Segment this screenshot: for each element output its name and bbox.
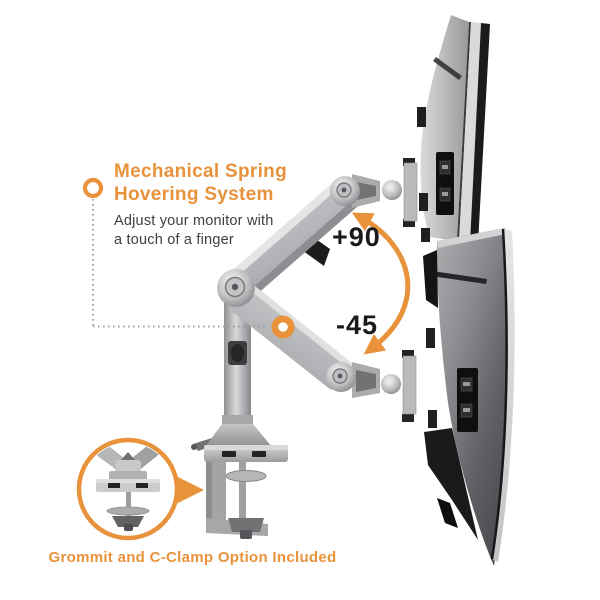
top-ball-joint bbox=[382, 180, 402, 200]
rotation-down-label: -45 bbox=[336, 310, 379, 340]
bottom-monitor-vent bbox=[431, 271, 487, 284]
callout-description: Adjust your monitor with a touch of a fi… bbox=[114, 212, 274, 250]
clamp-screw bbox=[239, 462, 246, 522]
grommet-mount-illustration bbox=[84, 443, 172, 531]
bottom-monitor-mount bbox=[326, 350, 417, 422]
top-monitor-mount bbox=[330, 158, 418, 227]
callout-title-line2: Hovering System bbox=[114, 184, 274, 205]
callout-ring-icon bbox=[82, 177, 104, 199]
callout-title: Mechanical Spring Hovering System bbox=[114, 160, 287, 206]
top-monitor-vent bbox=[433, 57, 462, 80]
rotation-arrow-icon bbox=[351, 212, 411, 355]
callout-desc-line2: a touch of a finger bbox=[114, 232, 234, 248]
bottom-monitor-usb-ports bbox=[457, 368, 478, 432]
top-monitor bbox=[417, 15, 490, 244]
callout-connector bbox=[82, 177, 295, 339]
grommet-inset bbox=[76, 437, 204, 541]
callout-title-line1: Mechanical Spring bbox=[114, 161, 287, 182]
lower-spring-arm bbox=[229, 283, 353, 390]
bottom-monitor-edge-band bbox=[493, 229, 515, 562]
bottom-monitor bbox=[423, 228, 515, 566]
callout-desc-line1: Adjust your monitor with bbox=[114, 213, 274, 229]
footer-caption: Grommit and C-Clamp Option Included bbox=[48, 549, 337, 566]
rotation-up-label: +90 bbox=[332, 222, 381, 252]
top-monitor-usb-ports bbox=[436, 152, 454, 215]
desk-clamp bbox=[191, 424, 288, 539]
top-monitor-edge bbox=[470, 23, 490, 244]
arm-elbow-joint bbox=[217, 269, 255, 307]
clamp-t-handle bbox=[228, 518, 264, 532]
bottom-ball-joint bbox=[381, 374, 401, 394]
upper-spring-arm bbox=[226, 180, 358, 302]
